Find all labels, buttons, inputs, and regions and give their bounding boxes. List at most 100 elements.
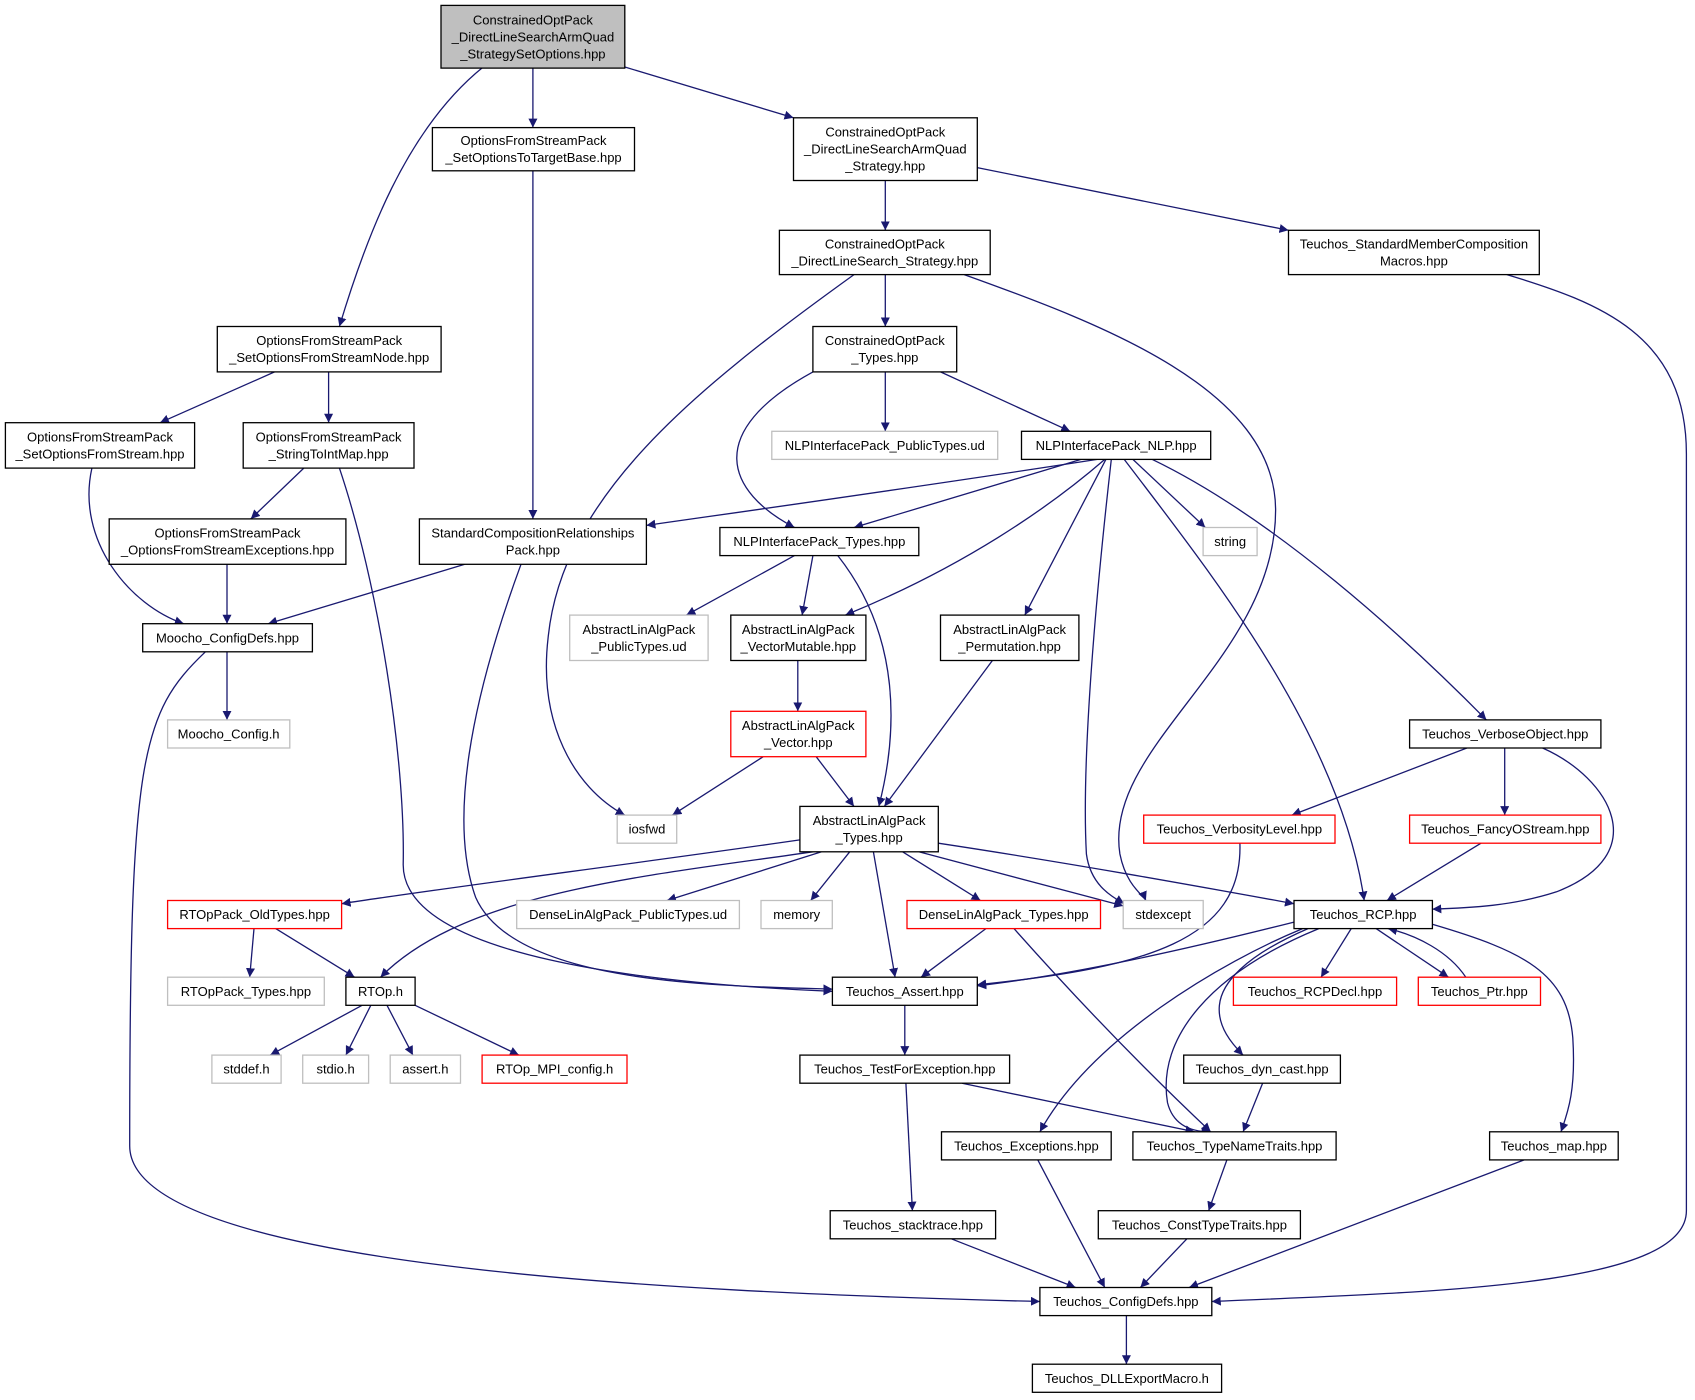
node-stddef[interactable]: stddef.h [211,1054,282,1084]
node-label: StandardCompositionRelationships [431,526,635,541]
edge-dyncast-to-tnt [1242,1082,1264,1133]
node-label: Teuchos_DLLExportMacro.h [1045,1371,1209,1386]
node-rtop_types[interactable]: RTOpPack_Types.hpp [166,976,325,1006]
node-label: _DirectLineSearch_Strategy.hpp [790,253,978,268]
node-dense_pub[interactable]: DenseLinAlgPack_PublicTypes.ud [516,899,741,930]
node-box [906,899,1102,930]
node-dll[interactable]: Teuchos_DLLExportMacro.h [1031,1363,1223,1393]
node-label: DenseLinAlgPack_Types.hpp [919,907,1089,922]
node-box [1488,1131,1619,1161]
node-rcpdecl[interactable]: Teuchos_RCPDecl.hpp [1232,976,1398,1006]
node-ofs_set[interactable]: OptionsFromStreamPack _SetOptionsFromStre… [4,422,196,469]
node-box [166,899,343,930]
node-memory[interactable]: memory [760,899,833,930]
node-map[interactable]: Teuchos_map.hpp [1488,1131,1619,1161]
edge-nlp-to-ala_vm [845,458,1106,616]
node-ala_types[interactable]: AbstractLinAlgPack_Types.hpp [799,805,939,853]
node-box [1287,229,1540,276]
node-ofs_exc[interactable]: OptionsFromStreamPack_OptionsFromStreamE… [108,518,347,565]
node-verbose[interactable]: Teuchos_VerboseObject.hpp [1408,719,1602,749]
node-label: RTOpPack_OldTypes.hpp [179,907,330,922]
edge-rtop_old-to-rtop_h [275,928,355,978]
node-label: _Strategy.hpp [844,159,925,174]
node-dense_types[interactable]: DenseLinAlgPack_Types.hpp [906,899,1102,930]
node-stdio[interactable]: stdio.h [302,1054,370,1084]
node-ofs_target[interactable]: OptionsFromStreamPack_SetOptionsToTarget… [431,126,636,172]
edge-scr-to-assert [463,564,833,994]
node-verb_level[interactable]: Teuchos_VerbosityLevel.hpp [1143,814,1336,844]
edge-rtop_h-to-assert_h [386,1005,414,1056]
node-root[interactable]: ConstrainedOptPack_DirectLineSearchArmQu… [440,4,626,69]
node-label: _SetOptionsFromStreamNode.hpp [228,350,429,365]
node-label: string [1214,534,1246,549]
node-label: NLPInterfacePack_PublicTypes.ud [785,438,985,453]
node-label: _Types.hpp [834,830,902,845]
node-label: _SetOptionsFromStream.hpp [14,446,184,461]
node-moocho_cfg[interactable]: Moocho_ConfigDefs.hpp [142,623,314,653]
node-label: Macros.hpp [1380,253,1448,268]
node-label: OptionsFromStreamPack [256,333,402,348]
edges-layer [88,66,1688,1365]
node-rtop_h[interactable]: RTOp.h [345,976,416,1006]
node-ala_pub[interactable]: AbstractLinAlgPack_PublicTypes.ud [569,614,709,662]
edge-ala_types-to-assert [872,851,898,978]
node-string[interactable]: string [1202,526,1258,557]
node-nlp_types[interactable]: NLPInterfacePack_Types.hpp [719,526,920,557]
edge-ala_types-to-dense_pub [666,851,822,903]
edge-ofs_node-to-ofs_set [159,371,275,424]
edge-tnt-to-ctt [1207,1159,1228,1211]
node-stdexcept[interactable]: stdexcept [1122,899,1204,930]
node-label: _PublicTypes.ud [590,639,686,654]
node-teuchos_cfg[interactable]: Teuchos_ConfigDefs.hpp [1039,1286,1213,1317]
edge-rtop_h-to-stdio [345,1005,372,1056]
node-moocho_config_h[interactable]: Moocho_Config.h [166,719,291,749]
node-rtop_old[interactable]: RTOpPack_OldTypes.hpp [166,899,343,930]
node-label: Teuchos_VerboseObject.hpp [1422,727,1588,742]
node-label: RTOp_MPI_config.h [496,1062,613,1077]
edge-root-to-armquad [624,66,794,120]
node-armquad[interactable]: ConstrainedOptPack_DirectLineSearchArmQu… [792,117,978,182]
node-ala_perm[interactable]: AbstractLinAlgPack_Permutation.hpp [939,614,1080,662]
node-label: OptionsFromStreamPack [27,429,173,444]
node-label: Moocho_ConfigDefs.hpp [156,630,299,645]
edge-verbose-to-verb_level [1291,747,1468,817]
node-label: Teuchos_Ptr.hpp [1431,984,1528,999]
node-box [1143,814,1336,844]
node-ala_vec[interactable]: AbstractLinAlgPack_Vector.hpp [730,710,867,758]
node-tfe[interactable]: Teuchos_TestForException.hpp [799,1054,1011,1084]
node-ptr[interactable]: Teuchos_Ptr.hpp [1417,976,1542,1006]
node-nlp_pub[interactable]: NLPInterfacePack_PublicTypes.ud [771,430,999,461]
node-label: Teuchos_StandardMemberComposition [1300,236,1528,251]
nodes-layer: ConstrainedOptPack_DirectLineSearchArmQu… [4,4,1619,1393]
node-ofs_node[interactable]: OptionsFromStreamPack _SetOptionsFromStre… [216,325,442,373]
node-label: Teuchos_TestForException.hpp [814,1062,995,1077]
edge-dense_types-to-tnt [1013,928,1212,1133]
node-tsmc[interactable]: Teuchos_StandardMemberCompositionMacros.… [1287,229,1540,276]
node-label: stdio.h [316,1062,354,1077]
node-label: assert.h [402,1062,448,1077]
node-assert_h[interactable]: assert.h [389,1054,462,1084]
node-ala_vm[interactable]: AbstractLinAlgPack_VectorMutable.hpp [730,614,867,662]
node-exceptions[interactable]: Teuchos_Exceptions.hpp [940,1131,1112,1161]
node-dyncast[interactable]: Teuchos_dyn_cast.hpp [1183,1054,1342,1084]
node-label: Teuchos_VerbosityLevel.hpp [1157,822,1323,837]
node-mpi[interactable]: RTOp_MPI_config.h [481,1054,628,1084]
node-ofs_s2i[interactable]: OptionsFromStreamPack_StringToIntMap.hpp [242,422,415,469]
edge-nlp_types-to-ala_vm [799,555,814,616]
node-fancy[interactable]: Teuchos_FancyOStream.hpp [1408,814,1602,844]
edge-dense_types-to-assert [920,928,987,978]
node-stacktrace[interactable]: Teuchos_stacktrace.hpp [829,1210,997,1240]
node-ctt[interactable]: Teuchos_ConstTypeTraits.hpp [1097,1210,1302,1240]
node-rcp[interactable]: Teuchos_RCP.hpp [1293,899,1434,930]
node-assert[interactable]: Teuchos_Assert.hpp [831,976,978,1006]
node-cop_types[interactable]: ConstrainedOptPack_Types.hpp [812,325,958,373]
node-label: ConstrainedOptPack [825,333,945,348]
node-dls[interactable]: ConstrainedOptPack_DirectLineSearch_Stra… [778,229,991,276]
node-box [516,899,741,930]
edge-dls-to-iosfwd [545,274,855,816]
node-label: AbstractLinAlgPack [742,718,855,733]
node-nlp[interactable]: NLPInterfacePack_NLP.hpp [1020,430,1212,461]
node-iosfwd[interactable]: iosfwd [616,814,678,844]
node-tnt[interactable]: Teuchos_TypeNameTraits.hpp [1132,1131,1337,1161]
